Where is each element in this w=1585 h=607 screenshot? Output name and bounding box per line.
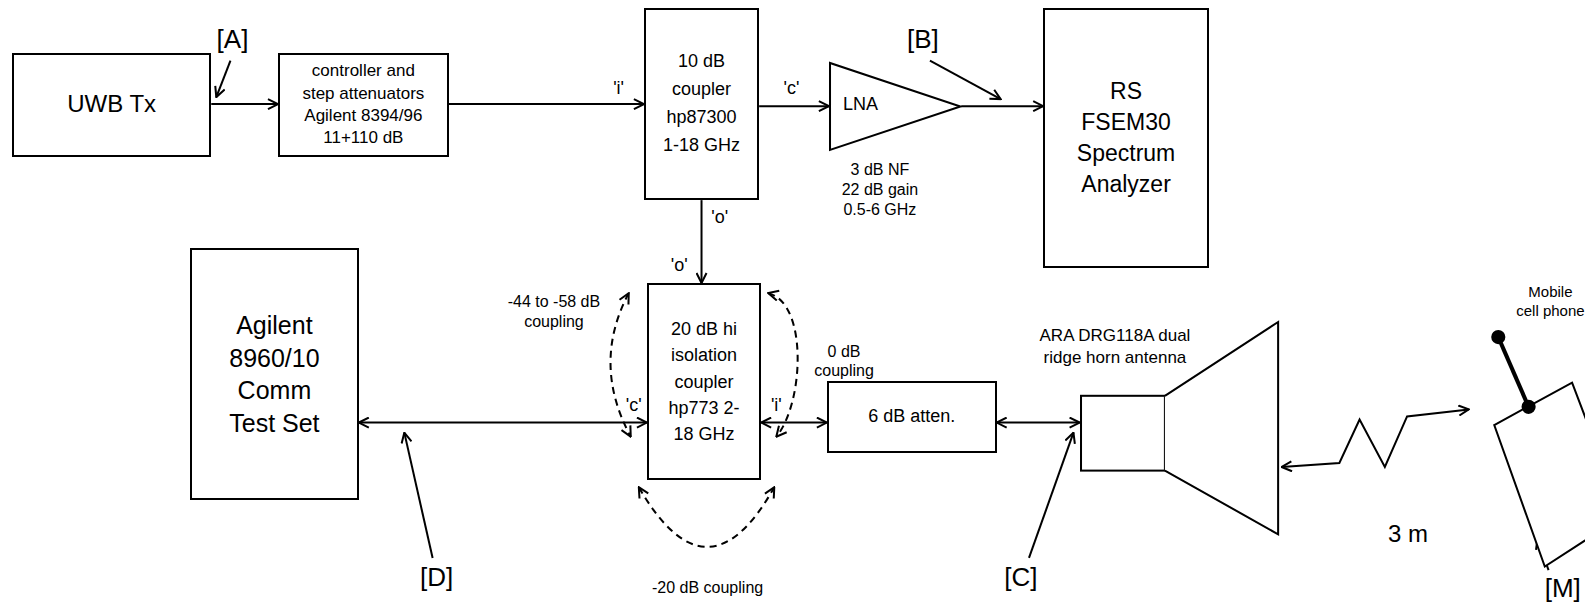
amplifier-outline xyxy=(830,63,960,150)
signal-cable xyxy=(211,103,278,105)
antenna-knob xyxy=(1522,400,1534,412)
node-label: 10 dB coupler hp87300 1-18 GHz xyxy=(657,48,747,160)
node-label: Agilent 8960/10 Comm Test Set xyxy=(219,309,329,439)
port-label: 'i' xyxy=(764,396,788,418)
callout-letter: [M] xyxy=(1540,574,1585,605)
callout-letter: [B] xyxy=(898,25,948,56)
horn-antenna: ARA DRG118A dual ridge horn antenna xyxy=(1080,321,1280,536)
signal-cable xyxy=(359,422,647,424)
node-label: Mobile cell phone xyxy=(1515,283,1585,321)
attenuator-box: 6 dB atten. xyxy=(827,381,997,453)
port-label: 'c' xyxy=(779,78,803,100)
signal-cable xyxy=(701,200,703,283)
amplifier-triangle: LNA3 dB NF 22 dB gain 0.5-6 GHz xyxy=(829,61,961,152)
horn-feed xyxy=(1081,396,1165,471)
node-label: 6 dB atten. xyxy=(868,406,955,428)
shape-outline xyxy=(1471,329,1585,572)
callout-leader xyxy=(930,61,1001,99)
coupler-box: 10 dB coupler hp87300 1-18 GHz xyxy=(644,8,759,200)
coupling-note: -44 to -58 dB coupling xyxy=(504,292,604,330)
node-note: 3 dB NF 22 dB gain 0.5-6 GHz xyxy=(840,160,920,220)
node-label: RS FSEM30 Spectrum Analyzer xyxy=(1071,76,1181,200)
node-label: 20 dB hi isolation coupler hp773 2-18 GH… xyxy=(662,316,747,446)
transmitter-box: UWB Tx xyxy=(12,53,211,157)
signal-cable xyxy=(759,105,829,107)
coupling-arc xyxy=(639,487,774,547)
node-label: UWB Tx xyxy=(67,90,156,119)
port-label: 'o' xyxy=(667,255,691,277)
port-label: 'o' xyxy=(708,208,732,230)
port-label: 'c' xyxy=(622,396,646,418)
coupling-note: 0 dB coupling xyxy=(808,342,880,380)
signal-cable xyxy=(449,103,644,105)
signal-cable xyxy=(997,422,1080,424)
node-label: controller and step attenuators Agilent … xyxy=(298,60,428,148)
node-label: LNA xyxy=(843,93,914,116)
antenna-knob xyxy=(1492,331,1504,343)
callout-leader xyxy=(216,61,230,97)
coupling-note: -20 dB coupling xyxy=(633,579,783,598)
distance-label: 3 m xyxy=(1373,519,1443,548)
signal-cable xyxy=(761,422,827,424)
callout-leader xyxy=(404,433,432,558)
attenuator-box: controller and step attenuators Agilent … xyxy=(278,53,449,157)
node-label: ARA DRG118A dual ridge horn antenna xyxy=(1039,325,1191,368)
callout-letter: [D] xyxy=(412,563,462,594)
phone-body xyxy=(1494,382,1585,566)
callout-letter: [A] xyxy=(207,25,257,56)
cell-phone: Mobile cell phone xyxy=(1471,329,1585,572)
coupler-box: 20 dB hi isolation coupler hp773 2-18 GH… xyxy=(647,283,761,480)
analyzer-box: RS FSEM30 Spectrum Analyzer xyxy=(1043,8,1209,268)
callout-leader xyxy=(1029,433,1073,558)
signal-cable xyxy=(961,105,1043,107)
test-set-box: Agilent 8960/10 Comm Test Set xyxy=(190,248,359,501)
port-label: 'i' xyxy=(607,78,631,100)
callout-letter: [C] xyxy=(996,563,1046,594)
radio-link xyxy=(1282,409,1469,467)
phone-antenna xyxy=(1498,337,1528,407)
